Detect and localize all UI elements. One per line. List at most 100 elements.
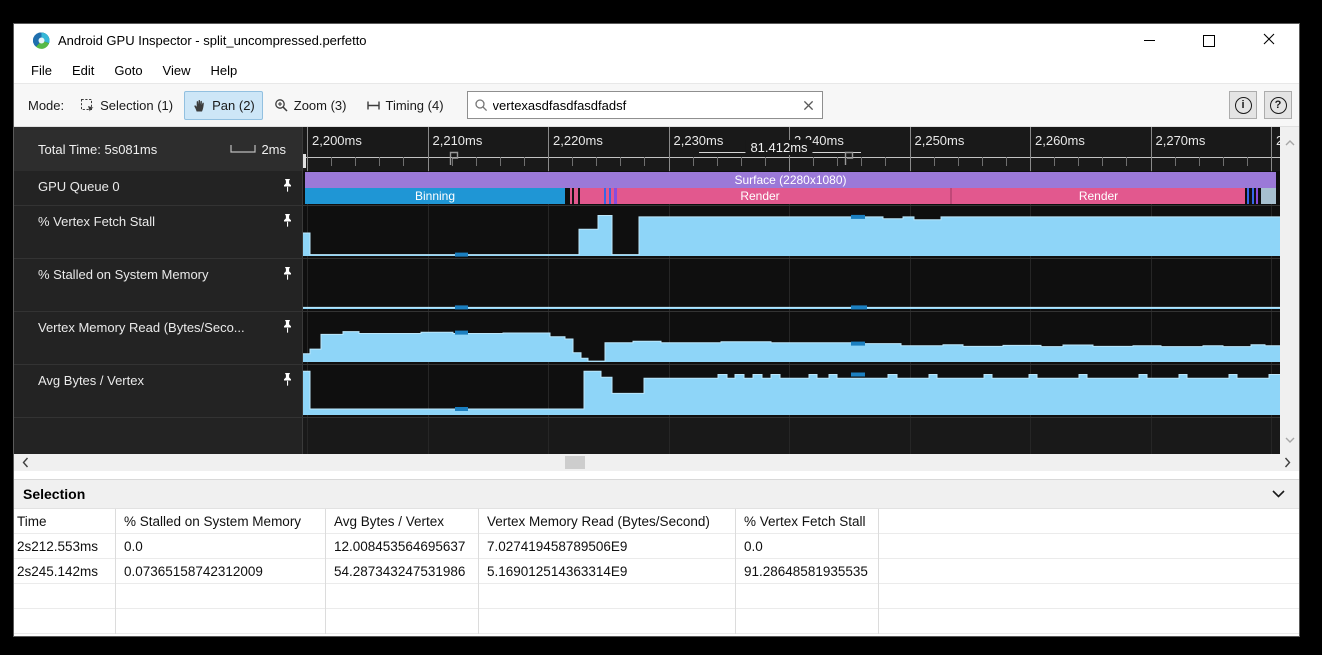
column-header[interactable]: Time: [17, 514, 47, 529]
column-header[interactable]: Avg Bytes / Vertex: [334, 514, 445, 529]
timeline-gridline: [909, 418, 911, 454]
menu-item-file[interactable]: File: [31, 62, 52, 78]
column-header[interactable]: % Stalled on System Memory: [124, 514, 302, 529]
mode-button-selection[interactable]: Selection (1): [72, 91, 181, 120]
table-cell: [326, 609, 479, 633]
pin-icon[interactable]: [282, 372, 293, 387]
track-content[interactable]: [303, 312, 1280, 364]
gpu-slice[interactable]: Render: [570, 188, 950, 204]
selection-icon: [80, 98, 95, 113]
timeline-gridline: [1271, 418, 1272, 454]
title-bar[interactable]: Android GPU Inspector - split_uncompress…: [14, 24, 1299, 57]
ruler-tick-label: 2,250ms: [914, 133, 965, 148]
measurement-label: 81.412ms: [745, 140, 813, 155]
table-cell: 0.07365158742312009: [124, 564, 263, 579]
scroll-down-icon[interactable]: [1285, 430, 1295, 448]
table-cell: 0.0: [744, 539, 763, 554]
gpu-slice-thin: [609, 188, 611, 204]
close-button[interactable]: [1239, 24, 1299, 57]
timeline-gridline: [427, 365, 429, 417]
gpu-slice-thin: [1247, 188, 1249, 204]
track-label-cell: [14, 418, 303, 454]
search-input[interactable]: [492, 97, 795, 113]
counter-chart[interactable]: [303, 312, 1280, 364]
scrollbar-thumb[interactable]: [565, 456, 585, 469]
table-header-row: Time % Stalled on System Memory Avg Bytes …: [14, 509, 1299, 534]
vertical-scrollbar[interactable]: [1280, 127, 1299, 454]
clear-search-icon[interactable]: [795, 100, 822, 111]
mode-button-zoom[interactable]: Zoom (3): [266, 91, 355, 120]
selected-sample-marker[interactable]: [455, 305, 468, 310]
pin-icon[interactable]: [282, 213, 293, 228]
ruler-minor-tick: [1174, 157, 1176, 166]
track-content[interactable]: [303, 418, 1280, 454]
timeline-gridline: [1271, 312, 1272, 364]
selected-sample-marker[interactable]: [851, 214, 865, 219]
measurement-grip-icon[interactable]: [844, 151, 854, 171]
minimize-button[interactable]: [1119, 24, 1179, 57]
counter-chart[interactable]: [303, 206, 1280, 258]
timing-icon: [366, 98, 381, 113]
table-cell: [326, 584, 479, 608]
counter-chart[interactable]: [303, 365, 1280, 417]
column-header[interactable]: Vertex Memory Read (Bytes/Second): [487, 514, 710, 529]
window-title: Android GPU Inspector - split_uncompress…: [58, 33, 367, 48]
timeline-gridline: [668, 312, 670, 364]
table-row[interactable]: [14, 609, 1299, 634]
chevron-down-icon[interactable]: [1272, 490, 1285, 498]
track-content[interactable]: [303, 259, 1280, 311]
track-content[interactable]: [303, 206, 1280, 258]
table-cell-filler: [879, 584, 1299, 608]
ruler-minor-tick: [981, 157, 983, 166]
scroll-right-icon[interactable]: [1284, 454, 1291, 471]
selected-sample-marker[interactable]: [455, 407, 468, 411]
surface-slice[interactable]: Surface (2280x1080): [305, 172, 1276, 188]
ruler-minor-tick: [1126, 157, 1128, 166]
maximize-button[interactable]: [1179, 24, 1239, 57]
selected-sample-marker[interactable]: [851, 341, 865, 346]
mode-button-timing[interactable]: Timing (4): [358, 91, 452, 120]
pin-icon[interactable]: [282, 178, 293, 193]
ruler-minor-tick: [1054, 157, 1056, 166]
ruler-tick-label: 2,210ms: [432, 133, 483, 148]
selected-sample-marker[interactable]: [851, 305, 867, 310]
measurement-grip-icon[interactable]: [449, 151, 459, 171]
column-header[interactable]: % Vertex Fetch Stall: [744, 514, 866, 529]
pin-icon[interactable]: [282, 266, 293, 281]
menu-item-goto[interactable]: Goto: [114, 62, 143, 78]
gpu-slice[interactable]: Binning: [305, 188, 565, 204]
table-cell: 0.0: [124, 539, 143, 554]
scale-label: 2ms: [261, 141, 286, 157]
ruler-minor-tick: [523, 157, 525, 166]
selection-header[interactable]: Selection: [14, 479, 1299, 509]
help-button[interactable]: ?: [1264, 91, 1292, 119]
menu-item-view[interactable]: View: [162, 62, 191, 78]
track-content[interactable]: [303, 365, 1280, 417]
gpu-slice[interactable]: Render: [952, 188, 1245, 204]
selected-sample-marker[interactable]: [851, 372, 865, 377]
app-window: Android GPU Inspector - split_uncompress…: [13, 23, 1300, 637]
scroll-up-icon[interactable]: [1285, 133, 1295, 151]
timeline-gridline: [307, 418, 308, 454]
menu-item-help[interactable]: Help: [210, 62, 238, 78]
selected-sample-marker[interactable]: [455, 252, 468, 257]
timeline-gridline: [1150, 259, 1152, 311]
horizontal-scrollbar[interactable]: [14, 454, 1299, 471]
info-button[interactable]: i: [1229, 91, 1257, 119]
pin-icon[interactable]: [282, 319, 293, 334]
selected-sample-marker[interactable]: [455, 330, 468, 335]
menu-item-edit[interactable]: Edit: [71, 62, 95, 78]
scroll-left-icon[interactable]: [22, 454, 29, 471]
ruler-tick-label: 2,280ms: [1276, 133, 1280, 148]
mode-button-pan[interactable]: Pan (2): [184, 90, 263, 120]
counter-chart[interactable]: [303, 259, 1280, 311]
table-row[interactable]: [14, 584, 1299, 609]
gpu-slice[interactable]: [1261, 188, 1276, 204]
